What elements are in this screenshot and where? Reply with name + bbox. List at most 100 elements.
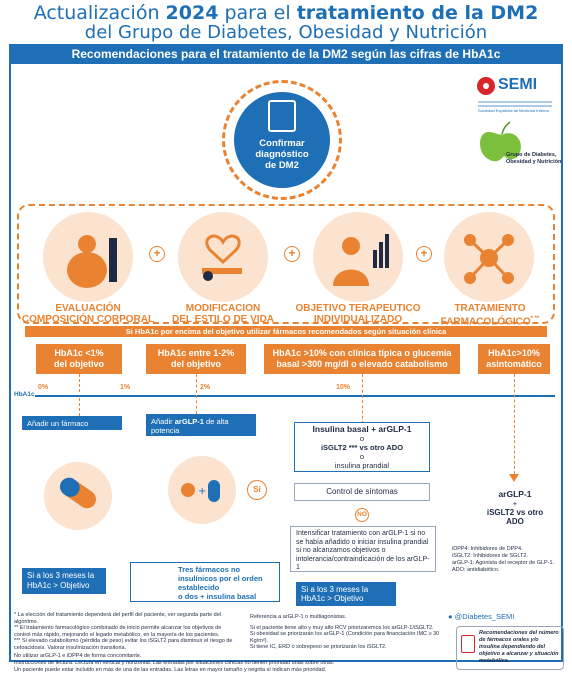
abbrev-4: ADO: antidiabético. (452, 567, 500, 573)
hba1c-box-1-line1: HbA1c <1% (54, 348, 104, 358)
asym-line2: iSGLT2 vs otro ADO (486, 508, 544, 526)
asym-plus: + (512, 499, 518, 508)
axis-name: HbA1c (14, 391, 35, 398)
connector-gt10-asym (514, 374, 515, 474)
footer-line-1: No utilizar arGLP-1 e iDPP4 de forma con… (14, 653, 142, 659)
pillar-target-icon (313, 212, 403, 302)
notes-mid: Referencia a arGLP-1 o multiagonistas. S… (250, 614, 440, 651)
basal-insulin-line: Insulina basal + arGLP-1 (312, 424, 412, 434)
symptom-control-box: Control de síntomas (294, 483, 430, 501)
twitter-bird-icon: ● (448, 612, 453, 621)
section-banner: Recomendaciones para el tratamiento de l… (9, 44, 563, 64)
page-title: Actualización 2024 para el tratamiento d… (0, 2, 572, 24)
plus-icon-1: + (149, 246, 165, 262)
semi-logo-icon (477, 77, 552, 107)
yes-decision-icon: Sí (247, 480, 267, 500)
hba1c-box-3-line1: HbA1c >10% con clínica típica o glucemia (272, 348, 452, 358)
pillar-1-line2: COMPOSICIÓN CORPORAL (21, 314, 155, 325)
hba1c-box-gt10-symptomatic: HbA1c >10% con clínica típica o glucemia… (264, 344, 460, 374)
pillar-4-line2-wrap: FARMACOLÓGICO* ** (430, 314, 550, 327)
note-1: * La elección del tratamiento dependerá … (14, 612, 221, 625)
hba1c-box-2-line1: HbA1c entre 1-2% (157, 348, 235, 358)
pillar-2-line1: MODIFICACION (185, 303, 261, 314)
semi-tagline: Sociedad Española de Medicina Interna (478, 108, 549, 113)
add-arglp1-text-a: Añadir (151, 417, 175, 426)
two-plus-basal-wrap: o dos + insulina basal (136, 592, 274, 601)
three-drugs-text: Tres fármacos no insulínicos por el orde… (178, 565, 263, 592)
axis-tick-1: 1% (120, 384, 131, 391)
gdeo-logo: Grupo de Diabetes, Obesidad y Nutrición (478, 120, 568, 184)
pillar-4-line1: TRATAMIENTO (454, 303, 526, 314)
hba1c-axis-line (35, 395, 555, 397)
abbreviations-list: iDPP4: Inhibidores de DPP4. iSGLT2: Inhi… (452, 546, 562, 574)
add-one-drug-box: Añadir un fármaco (22, 416, 122, 430)
title-mid: para el (218, 2, 297, 24)
twitter-handle[interactable]: ● @Diabetes_SEMI (448, 612, 514, 621)
center-line3: de DM2 (265, 160, 299, 171)
asym-line1: arGLP-1 (498, 489, 532, 499)
gdeo-line1: Grupo de Diabetes, (506, 152, 557, 158)
apple-icon (480, 121, 521, 162)
center-line1: Confirmar (259, 138, 305, 149)
no-decision-icon: NO (355, 508, 369, 522)
hba1c-box-1-line2: del objetivo (53, 359, 104, 369)
axis-tick-2: 2% (200, 384, 211, 391)
footer-recommendation-text: Recomendaciones del número de fármacos o… (479, 630, 559, 664)
plus-icon-2: + (284, 246, 300, 262)
prandial-line: insulina prandial (334, 461, 390, 470)
three-drugs-box: Tres fármacos no insulínicos por el orde… (130, 562, 280, 602)
svg-text:+: + (198, 486, 206, 497)
note-2: ** El tratamiento farmacológico combinad… (14, 625, 222, 638)
pillar-pharmacological-icon (444, 212, 534, 302)
note-mid-2: Si el paciente tiene alto y muy alto RCV… (250, 624, 434, 631)
diagram-frame (9, 64, 563, 662)
glucometer-icon (268, 100, 296, 132)
title-year: 2024 (165, 2, 219, 24)
center-line2: diagnóstico (255, 149, 309, 160)
axis-tick-10: 10% (336, 384, 351, 391)
basal-insulin-box: Insulina basal + arGLP-1 o iSGLT2 *** vs… (294, 422, 430, 472)
footer-line-2: Instrucciones de lectura: Lectura en ver… (14, 660, 335, 666)
hba1c-box-4-line2: asintomático (486, 359, 542, 369)
connector-gt10 (362, 374, 363, 424)
semi-logo-text: SEMI (498, 76, 538, 93)
isglt2-line: iSGLT2 *** vs otro ADO (320, 443, 404, 452)
basal-or-1: o (359, 434, 365, 443)
abbrev-3: arGLP-1: Agonista del receptor de GLP-1. (452, 560, 555, 566)
abbrev-1: iDPP4: Inhibidores de DPP4. (452, 546, 523, 552)
hba1c-box-lt1: HbA1c <1%del objetivo (36, 344, 122, 374)
pillar-body-composition-icon (43, 212, 133, 302)
pillar-2-line2: DEL ESTILO DE VIDA (171, 314, 275, 325)
connector-lt1-bottom (79, 398, 80, 416)
add-arglp1-text-c: de alta potencia (151, 417, 229, 435)
twitter-handle-text: @Diabetes_SEMI (454, 612, 515, 621)
note-mid-1: Referencia a arGLP-1 o multiagonistas. (250, 614, 347, 620)
pills-icon-one-drug (44, 462, 112, 530)
pillar-lifestyle-icon (178, 212, 268, 302)
hba1c-box-2-line2: del objetivo (170, 359, 221, 369)
note-3: *** Si elevado catabolismo (pérdida de p… (14, 638, 233, 651)
hba1c-box-3-line2: basal >300 mg/dl o elevado catabolismo (276, 359, 448, 369)
three-months-right-box: Si a los 3 meses la HbA1c > Objetivo (296, 582, 396, 606)
gdeo-text: Grupo de Diabetes, Obesidad y Nutrición (506, 152, 561, 166)
hba1c-guidance-bar: Si HbA1c por encima del objetivo utiliza… (25, 326, 547, 337)
connector-lt1-top (79, 374, 80, 392)
pillar-4-line2: FARMACOLÓGICO (440, 316, 531, 328)
pillars-panel (17, 204, 555, 324)
two-plus-basal-text: dos + insulina basal (184, 592, 257, 601)
confirm-diagnosis-label: Confirmar diagnóstico de DM2 (234, 138, 330, 171)
add-arglp1-text-d: vs dos fármacos (151, 435, 206, 444)
three-months-left-box: Si a los 3 meses la HbA1c > Objetivo (22, 568, 106, 594)
pillar-3-line2: INDIVIDUALIZADO (313, 314, 403, 325)
document-icon (461, 635, 475, 653)
connector-1to2 (196, 374, 197, 414)
page-subtitle: del Grupo de Diabetes, Obesidad y Nutric… (84, 22, 488, 43)
pills-icon-two-drugs: + (168, 456, 236, 524)
hba1c-box-gt10-asymptomatic: HbA1c>10%asintomático (478, 344, 550, 374)
footer-recommendation-box: Recomendaciones del número de fármacos o… (456, 626, 564, 670)
title-bold: tratamiento de la DM2 (296, 2, 539, 24)
